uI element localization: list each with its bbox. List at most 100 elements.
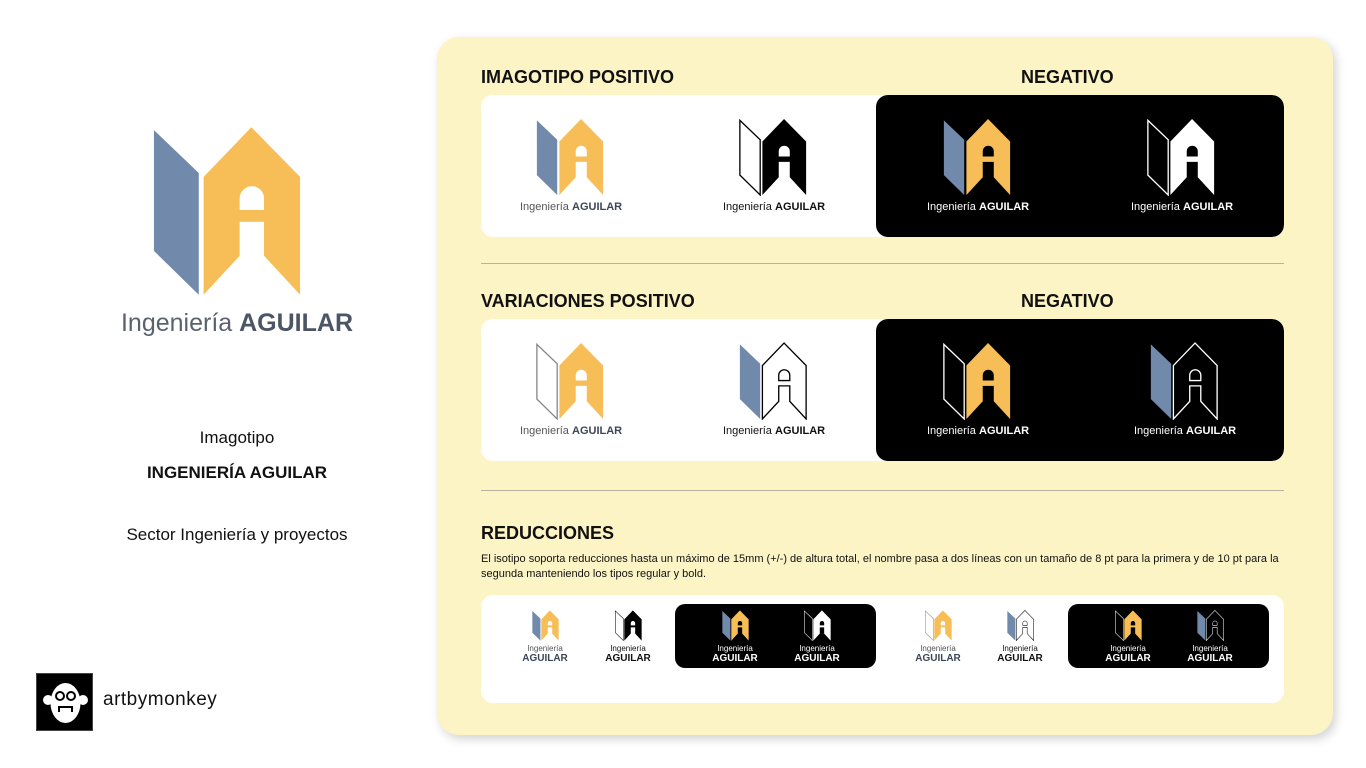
isotipo-panel bbox=[1150, 344, 1172, 419]
wordmark-light: Ingeniería bbox=[799, 644, 835, 653]
isotipo-house bbox=[966, 343, 1011, 419]
wordmark: Ingeniería AGUILAR bbox=[1131, 201, 1234, 213]
wordmark: Ingeniería AGUILAR bbox=[1134, 425, 1237, 437]
isotipo-panel bbox=[536, 342, 558, 420]
wordmark-bold: AGUILAR bbox=[997, 653, 1043, 664]
wordmark-light: Ingeniería bbox=[1002, 644, 1038, 653]
isotipo-panel bbox=[531, 610, 540, 641]
studio-name: artbymonkey bbox=[103, 689, 218, 710]
isotipo-panel bbox=[1006, 610, 1015, 641]
isotipo-panel bbox=[739, 344, 761, 419]
mini-logo-variation-1: Ingeniería AGUILAR bbox=[908, 610, 968, 664]
reducciones-card: Ingeniería AGUILAR Ingeniería AGUILAR In… bbox=[481, 595, 1284, 703]
isotipo-house bbox=[1123, 610, 1142, 641]
mini-logo-mono: Ingeniería AGUILAR bbox=[598, 610, 658, 664]
variaciones-card: Ingeniería AGUILAR Ingeniería AGUILAR In… bbox=[481, 319, 1284, 461]
isotipo-icon bbox=[1196, 610, 1224, 641]
type-label: Imagotipo bbox=[199, 428, 275, 447]
wordmark-light: Ingeniería bbox=[723, 425, 772, 437]
wordmark-light: Ingeniería bbox=[717, 644, 753, 653]
isotipo-panel bbox=[153, 130, 199, 295]
wordmark-light: Ingeniería bbox=[920, 644, 956, 653]
logo-negative-color: Ingeniería AGUILAR bbox=[927, 118, 1030, 213]
mini-logo-mono-negative: Ingeniería AGUILAR bbox=[787, 610, 847, 664]
logo-positive-color: Ingeniería AGUILAR bbox=[520, 118, 623, 213]
isotipo-icon bbox=[803, 610, 831, 641]
isotipo-icon bbox=[943, 342, 1011, 420]
isotipo-icon bbox=[1114, 610, 1142, 641]
wordmark: Ingeniería AGUILAR bbox=[1180, 644, 1240, 664]
isotipo-panel bbox=[536, 120, 558, 195]
wordmark-bold: AGUILAR bbox=[572, 425, 623, 437]
wordmark-bold: AGUILAR bbox=[1187, 653, 1233, 664]
isotipo-icon bbox=[531, 610, 559, 641]
mini-logo-variation-2-negative: Ingeniería AGUILAR bbox=[1180, 610, 1240, 664]
isotipo-panel bbox=[803, 610, 813, 641]
main-isotipo bbox=[152, 125, 302, 297]
divider bbox=[481, 263, 1284, 264]
wordmark-light: Ingeniería bbox=[723, 201, 772, 213]
isotipo-house bbox=[761, 342, 807, 420]
isotipo-panel bbox=[1196, 610, 1205, 641]
wordmark-light: Ingeniería bbox=[1131, 201, 1180, 213]
isotipo-house bbox=[1015, 610, 1034, 641]
isotipo-icon bbox=[1006, 610, 1034, 641]
logo-variation-2: Ingeniería AGUILAR bbox=[723, 342, 825, 437]
sector-text: Sector Ingeniería y proyectos bbox=[126, 525, 348, 544]
reducciones-heading: REDUCCIONES bbox=[481, 523, 615, 543]
isotipo-icon bbox=[536, 119, 604, 195]
isotipo-house bbox=[730, 610, 749, 641]
wordmark-bold: AGUILAR bbox=[712, 653, 758, 664]
wordmark-bold: AGUILAR bbox=[915, 653, 961, 664]
isotipo-icon bbox=[739, 118, 807, 196]
isotipo-icon bbox=[536, 342, 604, 420]
wordmark-bold: AGUILAR bbox=[522, 653, 568, 664]
isotipo-house bbox=[933, 610, 952, 641]
isotipo-panel bbox=[943, 120, 965, 195]
wordmark-light: Ingeniería bbox=[1192, 644, 1228, 653]
isotipo-icon bbox=[153, 127, 301, 295]
isotipo-icon bbox=[614, 610, 642, 641]
isotipo-panel bbox=[943, 342, 965, 420]
wordmark-bold: AGUILAR bbox=[1183, 201, 1234, 213]
main-wordmark: Ingeniería AGUILAR bbox=[120, 309, 354, 337]
isotipo-house bbox=[812, 610, 831, 641]
isotipo-house bbox=[1172, 342, 1218, 420]
wordmark: Ingeniería AGUILAR bbox=[705, 644, 765, 664]
isotipo-panel bbox=[924, 610, 934, 641]
wordmark-bold: AGUILAR bbox=[572, 201, 623, 213]
isotipo-panel bbox=[614, 610, 624, 641]
imagotipo-positivo-heading: IMAGOTIPO POSITIVO bbox=[481, 67, 675, 87]
mini-logo-variation-2: Ingeniería AGUILAR bbox=[990, 610, 1050, 664]
wordmark: Ingeniería AGUILAR bbox=[723, 425, 825, 437]
isotipo-icon bbox=[721, 610, 749, 641]
variaciones-positivo-heading: VARIACIONES POSITIVO bbox=[481, 291, 695, 311]
wordmark-light: Ingeniería bbox=[927, 425, 976, 437]
wordmark-light: Ingeniería bbox=[927, 201, 976, 213]
isotipo-icon bbox=[1147, 118, 1215, 196]
logo-variation-1: Ingeniería AGUILAR bbox=[520, 342, 623, 437]
brand-title: INGENIERÍA AGUILAR bbox=[146, 463, 328, 482]
wordmark-light: Ingeniería bbox=[520, 201, 569, 213]
wordmark: Ingeniería AGUILAR bbox=[927, 201, 1030, 213]
wordmark: Ingeniería AGUILAR bbox=[927, 425, 1030, 437]
wordmark: Ingeniería AGUILAR bbox=[1098, 644, 1158, 664]
wordmark-bold: AGUILAR bbox=[1186, 425, 1237, 437]
isotipo-panel bbox=[739, 118, 761, 196]
isotipo-house bbox=[762, 119, 807, 195]
wordmark-bold: AGUILAR bbox=[979, 201, 1030, 213]
isotipo-house bbox=[966, 119, 1011, 195]
wordmark-bold: AGUILAR bbox=[979, 425, 1030, 437]
wordmark: Ingeniería AGUILAR bbox=[990, 644, 1050, 664]
isotipo-house bbox=[1205, 610, 1224, 641]
isotipo-panel bbox=[1114, 610, 1124, 641]
wordmark: Ingeniería AGUILAR bbox=[520, 425, 623, 437]
wordmark-light: Ingeniería bbox=[520, 425, 569, 437]
wordmark-bold: AGUILAR bbox=[775, 201, 826, 213]
logo-variation-2-negative: Ingeniería AGUILAR bbox=[1134, 342, 1237, 437]
negative-background bbox=[675, 604, 876, 668]
isotipo-icon bbox=[1150, 342, 1218, 420]
mini-logo-color: Ingeniería AGUILAR bbox=[515, 610, 575, 664]
isotipo-house bbox=[203, 127, 301, 295]
wordmark: Ingeniería AGUILAR bbox=[908, 644, 968, 664]
